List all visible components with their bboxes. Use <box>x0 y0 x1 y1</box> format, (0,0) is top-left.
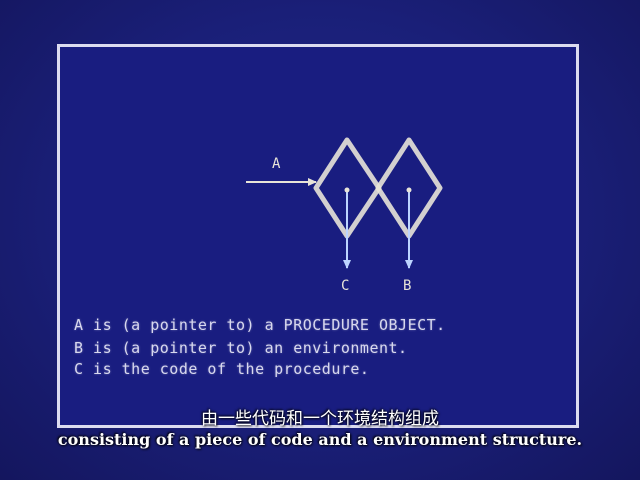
label-b: B <box>403 278 411 294</box>
description-line-b: B is (a pointer to) an environment. <box>74 339 408 357</box>
slide-frame <box>57 44 579 428</box>
label-a: A <box>272 156 281 172</box>
subtitle-chinese: 由一些代码和一个环境结构组成 <box>201 409 439 429</box>
description-line-c: C is the code of the procedure. <box>74 360 370 378</box>
description-line-a: A is (a pointer to) a PROCEDURE OBJECT. <box>74 316 446 334</box>
label-c: C <box>341 278 349 294</box>
subtitle-english: consisting of a piece of code and a envi… <box>57 430 583 449</box>
